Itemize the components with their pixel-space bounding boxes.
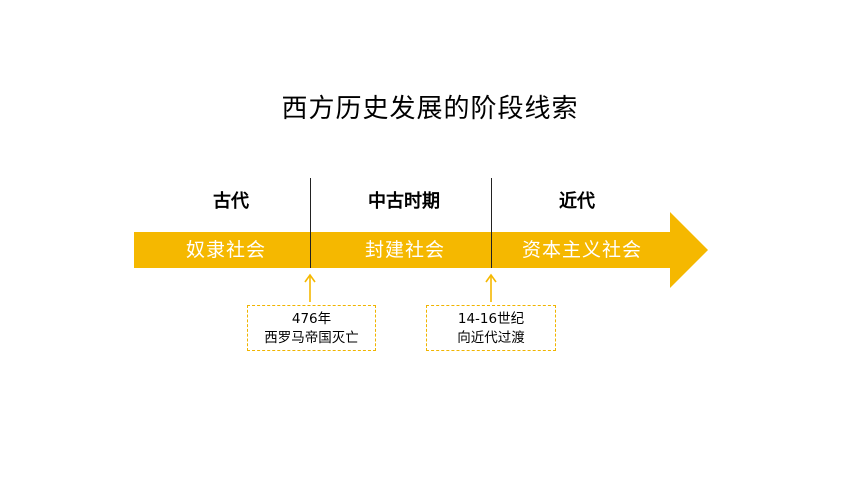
period-divider-1 — [310, 178, 311, 268]
event-date: 14-16世纪 — [457, 311, 525, 327]
period-label-medieval: 中古时期 — [368, 191, 440, 212]
diagram-title: 西方历史发展的阶段线索 — [281, 94, 579, 124]
event-box-transition: 14-16世纪 向近代过渡 — [426, 305, 556, 351]
period-label-modern: 近代 — [559, 191, 595, 212]
event-box-rome: 476年 西罗马帝国灭亡 — [247, 305, 376, 351]
society-label-slave: 奴隶社会 — [185, 239, 266, 261]
society-label-capitalist: 资本主义社会 — [521, 239, 642, 261]
period-label-ancient: 古代 — [213, 191, 249, 212]
event-pointer-1 — [304, 273, 316, 302]
event-description: 西罗马帝国灭亡 — [264, 330, 359, 346]
timeline-arrow — [134, 212, 708, 288]
society-label-feudal: 封建社会 — [364, 239, 445, 261]
event-date: 476年 — [291, 311, 332, 327]
event-description: 向近代过渡 — [457, 330, 525, 346]
period-divider-2 — [491, 178, 492, 268]
event-pointer-2 — [485, 273, 497, 302]
